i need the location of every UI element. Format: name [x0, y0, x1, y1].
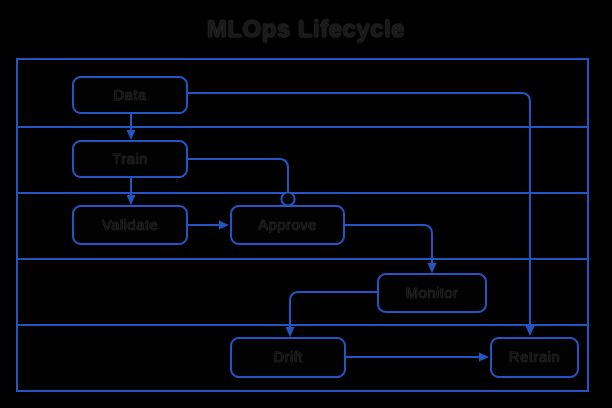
node-train-label: Train	[112, 150, 148, 168]
node-train: Train	[72, 140, 188, 178]
node-validate: Validate	[72, 205, 188, 245]
node-monitor: Monitor	[377, 273, 487, 313]
diagram-title: MLOps Lifecycle	[206, 16, 406, 43]
edge-monitor-drift	[285, 291, 377, 337]
edge-approve-monitor	[345, 224, 437, 273]
edge-drift-retrain	[346, 352, 489, 362]
edge-train-validate	[126, 178, 136, 205]
edge-data-retrain	[188, 92, 535, 336]
swimlane-outer-border	[16, 58, 589, 392]
node-approve: Approve	[230, 205, 345, 245]
node-drift-label: Drift	[273, 349, 303, 366]
node-retrain-label: Retrain	[508, 349, 561, 366]
node-retrain: Retrain	[490, 337, 579, 378]
node-monitor-label: Monitor	[405, 284, 459, 302]
circle-port-connector	[280, 191, 296, 207]
node-data-label: Data	[113, 86, 147, 104]
node-approve-label: Approve	[258, 216, 317, 234]
edge-train-approve	[188, 158, 296, 207]
edge-validate-approve	[188, 220, 229, 230]
node-validate-label: Validate	[101, 216, 159, 234]
node-data: Data	[72, 76, 188, 114]
edge-data-train	[126, 114, 136, 140]
node-drift: Drift	[230, 337, 346, 378]
